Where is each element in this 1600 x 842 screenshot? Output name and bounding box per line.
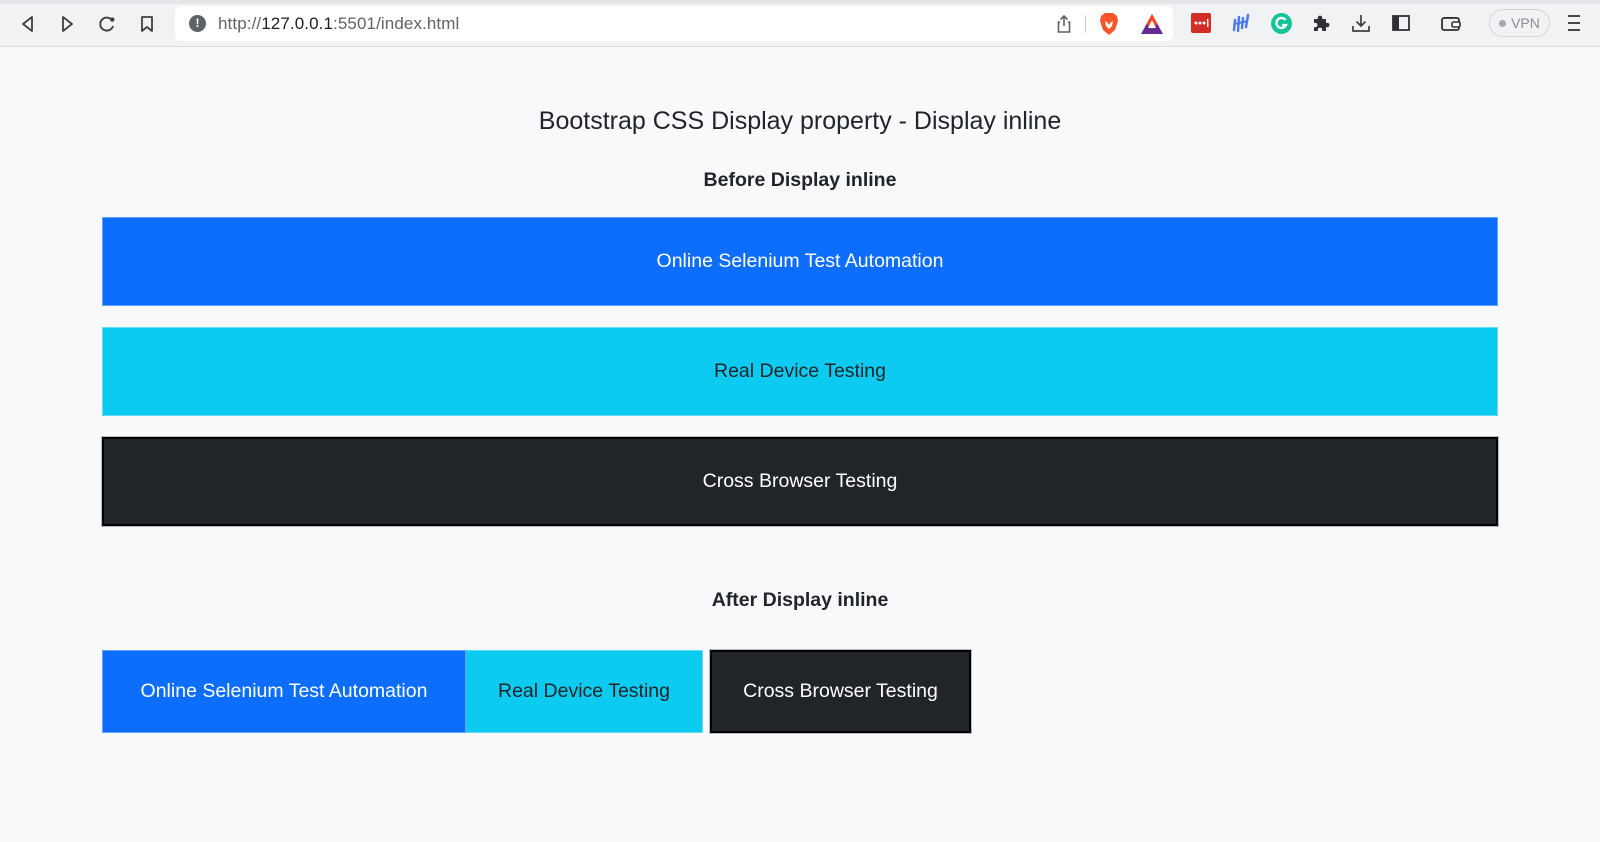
before-heading: Before Display inline xyxy=(703,169,897,191)
lastpass-extension[interactable] xyxy=(1190,12,1212,34)
browser-toolbar: ! http://127.0.0.1:5501/index.html VPN xyxy=(0,0,1600,47)
vpn-button[interactable]: VPN xyxy=(1489,9,1550,37)
reload-icon xyxy=(99,16,115,32)
inline-label: Online Selenium Test Automation xyxy=(140,680,428,702)
after-inline-selenium: Online Selenium Test Automation xyxy=(102,650,466,733)
url-text[interactable]: http://127.0.0.1:5501/index.html xyxy=(218,14,459,34)
forward-icon xyxy=(62,16,73,32)
reload-button[interactable] xyxy=(95,12,119,36)
tab-strip xyxy=(0,0,1600,4)
site-info-icon[interactable]: ! xyxy=(189,15,206,32)
url-host: 127.0.0.1 xyxy=(261,14,334,33)
extensions-puzzle-icon xyxy=(1314,15,1330,31)
downloads-icon xyxy=(1352,15,1370,32)
share-icon[interactable] xyxy=(1054,14,1074,34)
url-path: :5501/index.html xyxy=(333,14,460,33)
bookmark-icon xyxy=(141,16,153,32)
url-scheme: http:// xyxy=(218,14,262,33)
bookmark-button[interactable] xyxy=(135,12,159,36)
back-icon xyxy=(22,16,33,32)
wallet-icon xyxy=(1441,17,1461,31)
after-heading: After Display inline xyxy=(711,589,889,611)
urlbar-divider xyxy=(1085,15,1086,33)
vpn-status-dot xyxy=(1499,19,1507,27)
extensions-button[interactable] xyxy=(1310,12,1332,34)
downloads-button[interactable] xyxy=(1350,12,1372,34)
address-bar[interactable]: ! http://127.0.0.1:5501/index.html xyxy=(175,6,1173,41)
bars-extension[interactable] xyxy=(1230,12,1252,34)
inline-label: Cross Browser Testing xyxy=(743,680,938,702)
grammarly-extension[interactable] xyxy=(1270,12,1292,34)
before-block-real-device: Real Device Testing xyxy=(102,327,1498,416)
brave-rewards-icon[interactable] xyxy=(1140,13,1164,35)
block-label: Cross Browser Testing xyxy=(702,470,898,492)
forward-button[interactable] xyxy=(55,12,79,36)
hamburger-menu-icon[interactable] xyxy=(1565,13,1583,33)
page-viewport: Bootstrap CSS Display property - Display… xyxy=(0,48,1600,842)
after-inline-cross-browser: Cross Browser Testing xyxy=(709,649,972,734)
inline-label: Real Device Testing xyxy=(498,680,670,702)
sidebar-icon xyxy=(1392,15,1410,31)
block-label: Online Selenium Test Automation xyxy=(656,250,944,272)
sidebar-button[interactable] xyxy=(1390,12,1412,34)
grammarly-icon xyxy=(1270,12,1292,34)
before-block-selenium: Online Selenium Test Automation xyxy=(102,217,1498,306)
back-button[interactable] xyxy=(16,12,40,36)
page-title: Bootstrap CSS Display property - Display… xyxy=(538,107,1062,135)
vpn-label: VPN xyxy=(1511,15,1540,31)
lastpass-icon xyxy=(1191,13,1211,33)
extension-bars-icon xyxy=(1232,13,1250,33)
before-block-cross-browser: Cross Browser Testing xyxy=(101,436,1499,527)
block-label: Real Device Testing xyxy=(714,360,886,382)
wallet-button[interactable] xyxy=(1440,12,1462,34)
after-inline-real-device: Real Device Testing xyxy=(466,650,703,733)
brave-shields-icon[interactable] xyxy=(1098,12,1120,36)
